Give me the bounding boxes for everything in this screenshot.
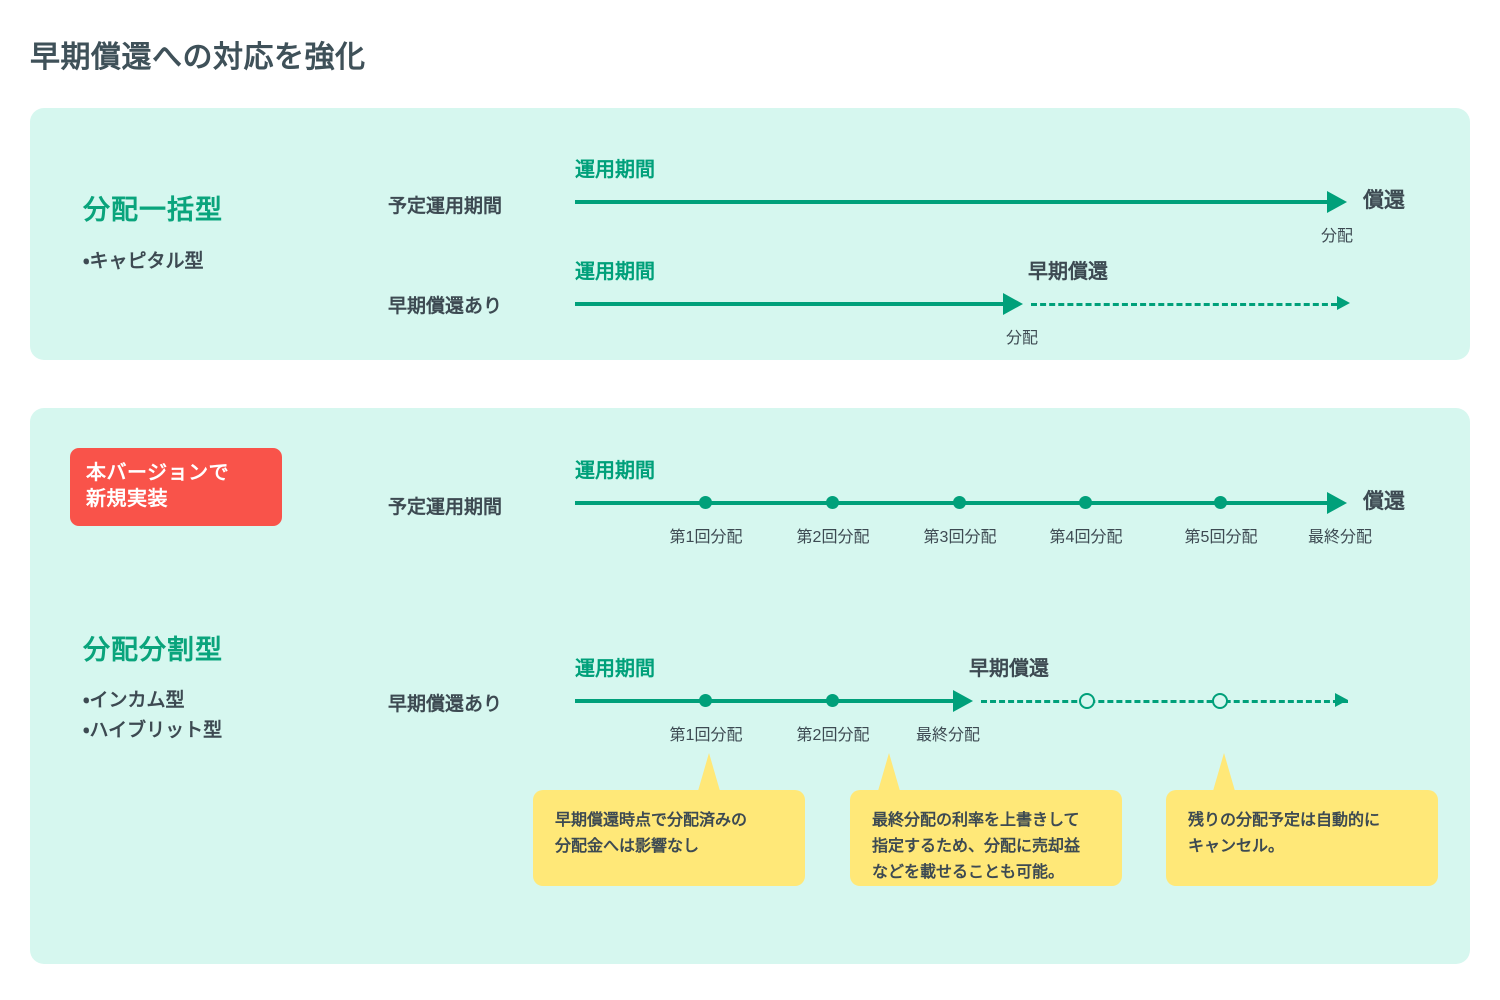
timeline-period-label: 運用期間 — [575, 261, 655, 283]
category-item: ・キャピタル型 — [83, 251, 204, 272]
callout-tail-icon — [698, 753, 720, 791]
callout-line-1: 早期償還時点で分配済みの — [555, 812, 748, 829]
timeline-marker-label: 第1回分配 — [669, 529, 743, 546]
timeline-event-label-early-redemption: 早期償還 — [969, 658, 1049, 680]
timeline-capital-planned: 運用期間 償還 分配 — [575, 159, 1405, 245]
timeline-marker-label: 第3回分配 — [923, 529, 997, 546]
timeline-period-label: 運用期間 — [575, 658, 655, 680]
timeline-period-label: 運用期間 — [575, 159, 655, 181]
timeline-split-planned: 運用期間 償還 第1回分配 第2回分配 第3回分配 第4回分配 第5回分配 最終… — [575, 460, 1405, 546]
callout-tail-icon — [878, 753, 900, 791]
timeline-cancelled-distribution-circle — [1079, 693, 1095, 709]
timeline-distribution-dot — [826, 694, 839, 707]
timeline-marker-label: 第4回分配 — [1049, 529, 1123, 546]
timeline-split-early: 運用期間 早期償還 第1回分配 第2回分配 最終分配 — [575, 658, 1350, 744]
timeline-capital-early: 運用期間 早期償還 分配 — [575, 261, 1350, 347]
timeline-distribution-dot — [699, 694, 712, 707]
timeline-dashed-arrowhead-icon — [1335, 693, 1348, 707]
row-label-planned-period-split: 予定運用期間 — [388, 497, 503, 518]
timeline-end-label-redemption: 償還 — [1363, 189, 1405, 212]
category-item: ・ハイブリット型 — [83, 720, 223, 742]
timeline-marker-label-final: 最終分配 — [915, 727, 981, 744]
timeline-end-label-redemption: 償還 — [1363, 490, 1405, 513]
callout-no-impact: 早期償還時点で分配済みの 分配金へは影響なし — [533, 753, 805, 886]
badge-line-1: 本バージョンで — [86, 462, 230, 484]
badge-new-in-this-version: 本バージョンで 新規実装 — [70, 448, 282, 526]
category-item: ・インカム型 — [83, 690, 185, 711]
timeline-under-label-distribution: 分配 — [1005, 330, 1039, 347]
timeline-solid-line — [575, 302, 1005, 306]
timeline-event-label-early-redemption: 早期償還 — [1028, 261, 1108, 283]
callout-line-3: などを載せることも可能。 — [872, 863, 1065, 881]
callout-line-1: 残りの分配予定は自動的に — [1188, 812, 1381, 829]
row-label-early-redemption-capital: 早期償還あり — [388, 296, 503, 317]
category-title-capital: 分配一括型 — [83, 195, 223, 225]
timeline-distribution-dot — [953, 496, 966, 509]
timeline-marker-label: 第2回分配 — [796, 727, 870, 744]
timeline-arrowhead-icon — [1327, 492, 1347, 514]
page-title: 早期償還への対応を強化 — [30, 41, 366, 74]
timeline-distribution-dot — [699, 496, 712, 509]
timeline-marker-label-final: 最終分配 — [1307, 529, 1373, 546]
timeline-solid-line — [575, 501, 1330, 505]
timeline-distribution-dot — [826, 496, 839, 509]
row-label-planned-period-capital: 予定運用期間 — [388, 196, 503, 217]
timeline-arrowhead-icon — [1003, 293, 1023, 315]
category-items-split: ・インカム型 ・ハイブリット型 — [83, 686, 222, 747]
row-label-early-redemption-split: 早期償還あり — [388, 694, 503, 715]
timeline-dashed-line — [1031, 303, 1337, 306]
timeline-cancelled-distribution-circle — [1212, 693, 1228, 709]
timeline-distribution-dot — [1079, 496, 1092, 509]
callout-line-2: 指定するため、分配に売却益 — [872, 837, 1081, 855]
callout-final-rate-override: 最終分配の利率を上書きして 指定するため、分配に売却益 などを載せることも可能。 — [850, 753, 1122, 886]
timeline-distribution-dot — [1214, 496, 1227, 509]
badge-line-2: 新規実装 — [86, 488, 168, 510]
callout-auto-cancel: 残りの分配予定は自動的に キャンセル。 — [1166, 753, 1438, 886]
timeline-period-label: 運用期間 — [575, 460, 655, 482]
callout-tail-icon — [1213, 753, 1235, 791]
category-items-capital: ・キャピタル型 — [83, 247, 203, 277]
timeline-marker-label: 第1回分配 — [669, 727, 743, 744]
timeline-under-label-distribution: 分配 — [1320, 228, 1354, 245]
panel-capital-type — [30, 108, 1470, 360]
timeline-marker-label: 第5回分配 — [1184, 529, 1258, 546]
timeline-solid-line — [575, 699, 957, 703]
callout-line-2: キャンセル。 — [1188, 837, 1285, 855]
timeline-marker-label: 第2回分配 — [796, 529, 870, 546]
callout-line-2: 分配金へは影響なし — [555, 837, 700, 855]
timeline-solid-line — [575, 200, 1330, 204]
timeline-arrowhead-icon — [953, 690, 973, 712]
callout-line-1: 最終分配の利率を上書きして — [872, 812, 1080, 829]
timeline-dashed-line — [981, 700, 1348, 703]
timeline-dashed-arrowhead-icon — [1337, 296, 1350, 310]
timeline-arrowhead-icon — [1327, 191, 1347, 213]
category-title-split: 分配分割型 — [83, 635, 223, 665]
